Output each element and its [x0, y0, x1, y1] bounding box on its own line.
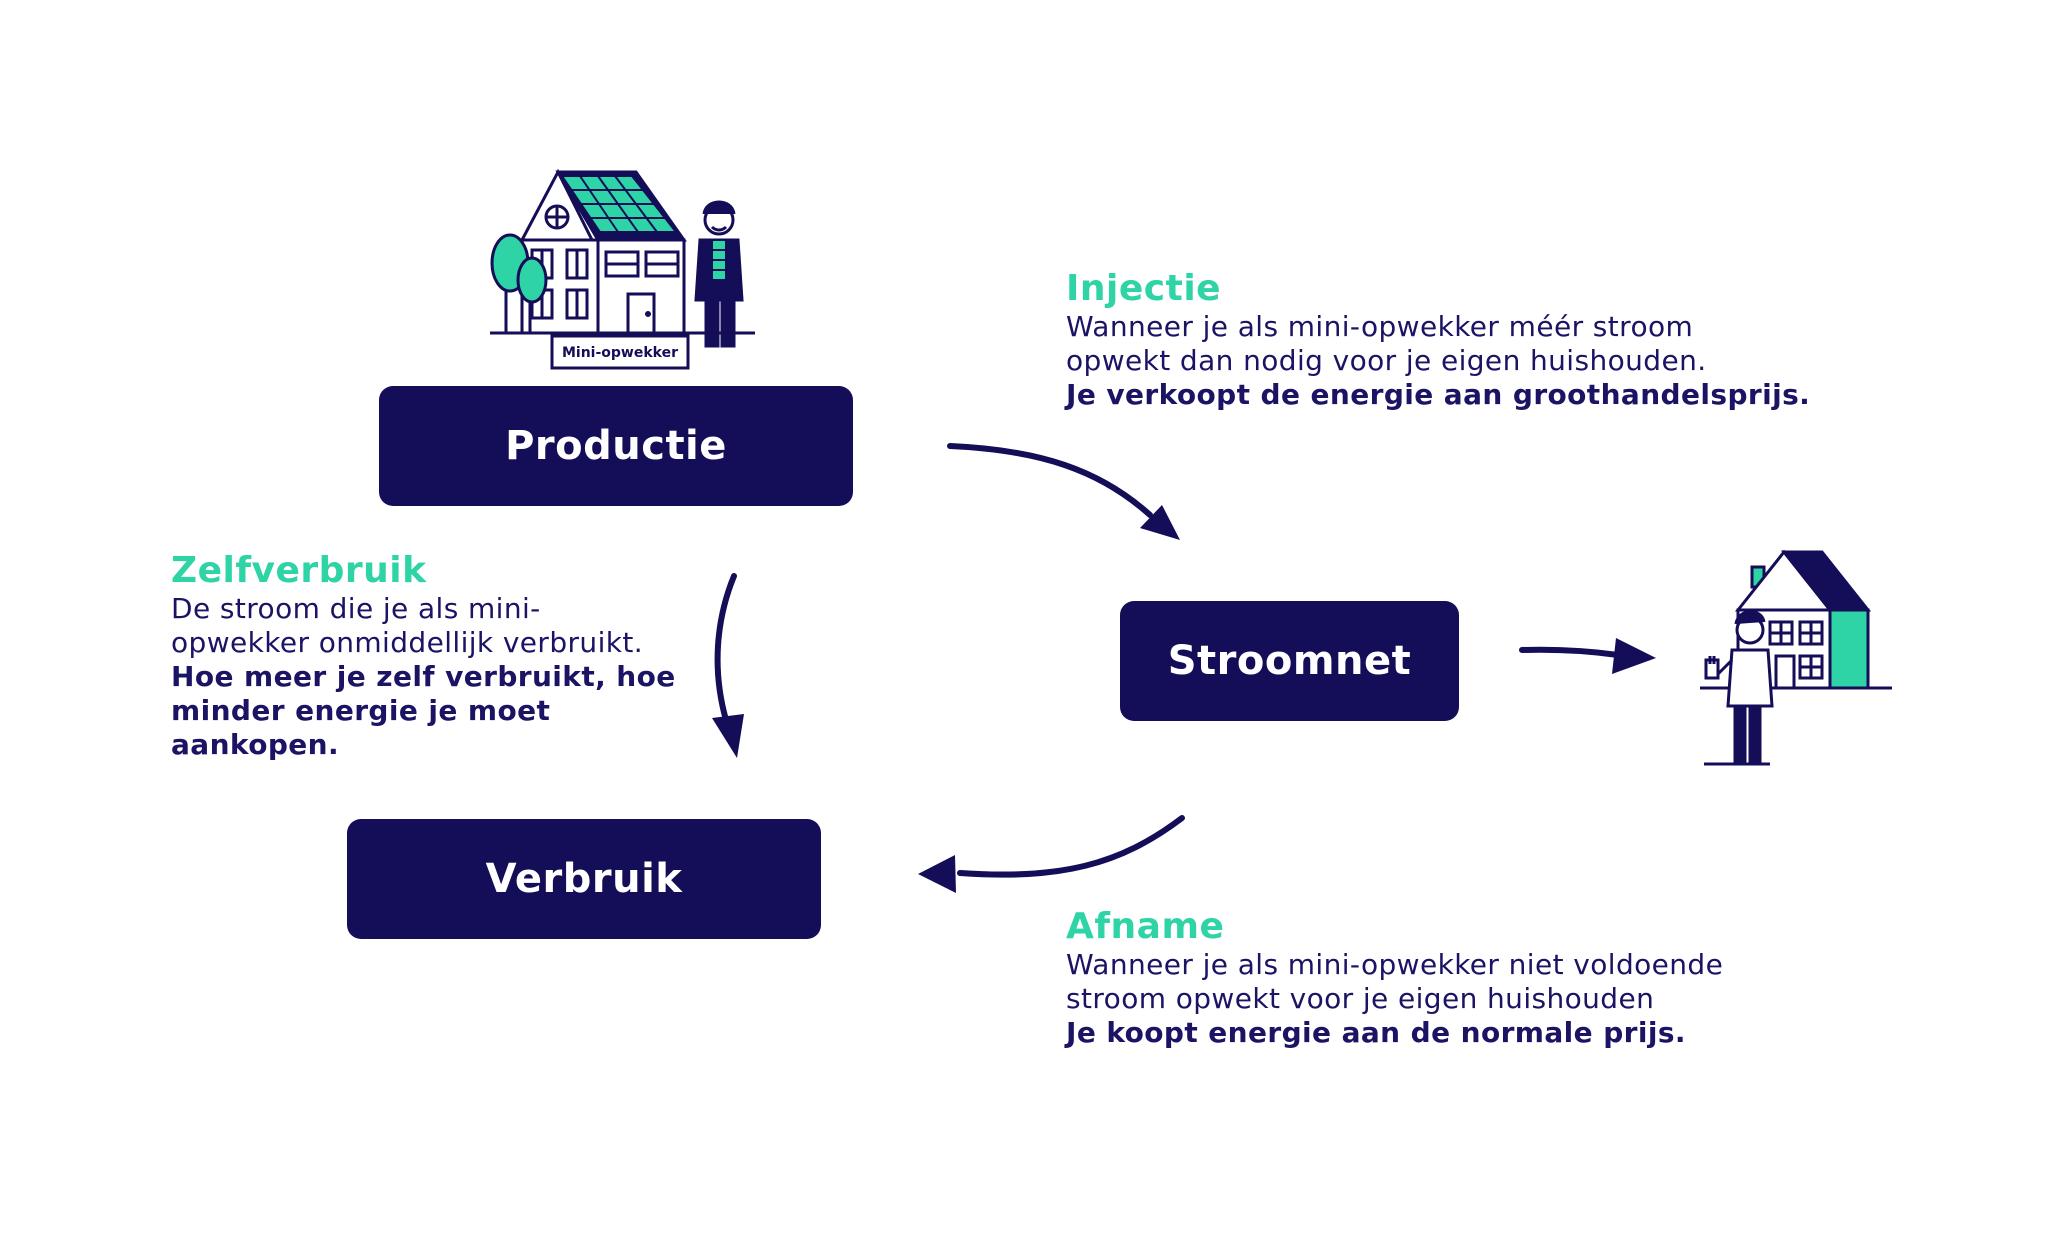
productie-box: Productie: [379, 386, 853, 506]
afname-line-2: stroom opwekt voor je eigen huishouden: [1066, 982, 1655, 1015]
zelfverbruik-strong-2: minder energie je moet: [171, 694, 551, 727]
house-with-person-icon: [1700, 549, 1892, 766]
verbruik-label: Verbruik: [485, 856, 683, 902]
injectie-line-2: opwekt dan nodig voor je eigen huishoude…: [1066, 344, 1707, 377]
injectie-block: Injectie Wanneer je als mini-opwekker mé…: [1066, 268, 1826, 412]
zelfverbruik-line-2: opwekker onmiddellijk verbruikt.: [171, 626, 644, 659]
arrow-productie-to-stroomnet: [947, 443, 1180, 540]
injectie-title: Injectie: [1066, 268, 1222, 309]
zelfverbruik-line-1: De stroom die je als mini-: [171, 592, 541, 625]
house-label: Mini-opwekker: [562, 345, 678, 361]
stroomnet-label: Stroomnet: [1167, 638, 1412, 684]
zelfverbruik-title: Zelfverbruik: [171, 550, 427, 591]
arrow-productie-to-verbruik: [712, 573, 744, 758]
zelfverbruik-block: Zelfverbruik De stroom die je als mini- …: [171, 550, 691, 762]
afname-strong: Je koopt energie aan de normale prijs.: [1066, 1016, 1686, 1049]
afname-block: Afname Wanneer je als mini-opwekker niet…: [1066, 906, 1806, 1050]
afname-line-1: Wanneer je als mini-opwekker niet voldoe…: [1066, 948, 1724, 981]
house-with-solar-panels-icon: [490, 168, 755, 370]
stroomnet-box: Stroomnet: [1120, 601, 1459, 721]
zelfverbruik-strong-3: aankopen.: [171, 728, 340, 761]
arrow-stroomnet-to-consumer: [1519, 638, 1656, 674]
injectie-strong: Je verkoopt de energie aan groothandelsp…: [1066, 378, 1811, 411]
verbruik-box: Verbruik: [347, 819, 821, 939]
zelfverbruik-strong-1: Hoe meer je zelf verbruikt, hoe: [171, 660, 676, 693]
injectie-line-1: Wanneer je als mini-opwekker méér stroom: [1066, 310, 1694, 343]
arrow-stroomnet-to-verbruik: [918, 815, 1185, 893]
afname-title: Afname: [1066, 906, 1225, 947]
productie-label: Productie: [505, 423, 727, 469]
